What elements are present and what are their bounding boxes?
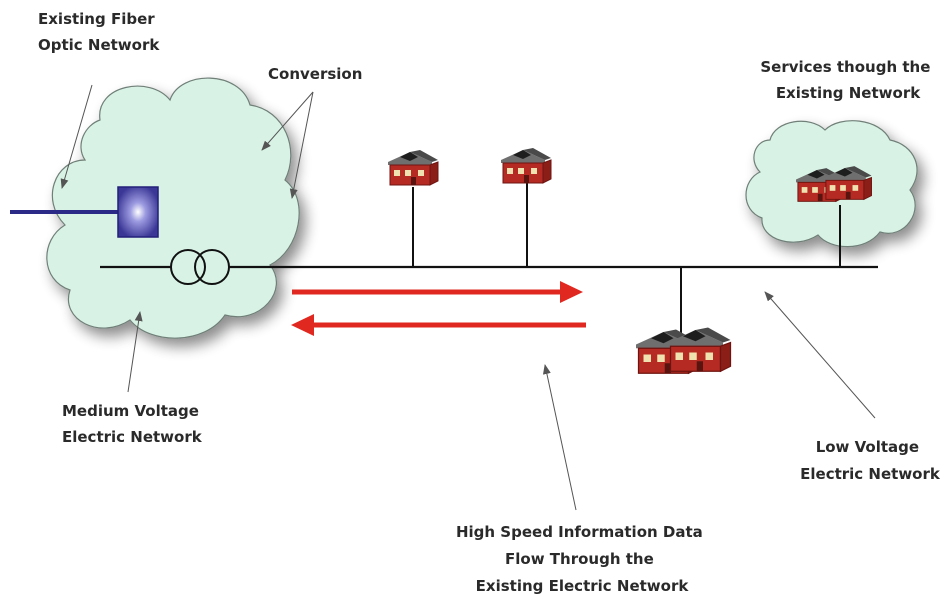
- callout-low-voltage: [764, 291, 876, 419]
- conversion-cloud: [46, 77, 300, 339]
- callout-fiber: [60, 84, 93, 189]
- data-flow-arrow-left: [291, 314, 586, 336]
- label-conversion: Conversion: [268, 65, 362, 83]
- house-icon: [500, 147, 552, 184]
- house-icon: [387, 149, 439, 186]
- house-icon: [635, 326, 732, 374]
- callout-medium-voltage: [127, 311, 143, 393]
- callout-conversion-2: [289, 91, 314, 199]
- label-services: Services though the Existing Network: [760, 58, 935, 102]
- label-fiber-network: Existing Fiber Optic Network: [38, 10, 160, 54]
- fiber-converter-icon: [117, 186, 159, 238]
- label-medium-voltage: Medium Voltage Electric Network: [62, 402, 204, 446]
- callout-data-flow: [542, 364, 577, 511]
- label-low-voltage: Low Voltage Electric Network: [800, 438, 941, 483]
- callout-conversion-1: [261, 91, 314, 151]
- data-flow-arrow-right: [292, 281, 583, 303]
- label-data-flow: High Speed Information Data Flow Through…: [456, 523, 708, 595]
